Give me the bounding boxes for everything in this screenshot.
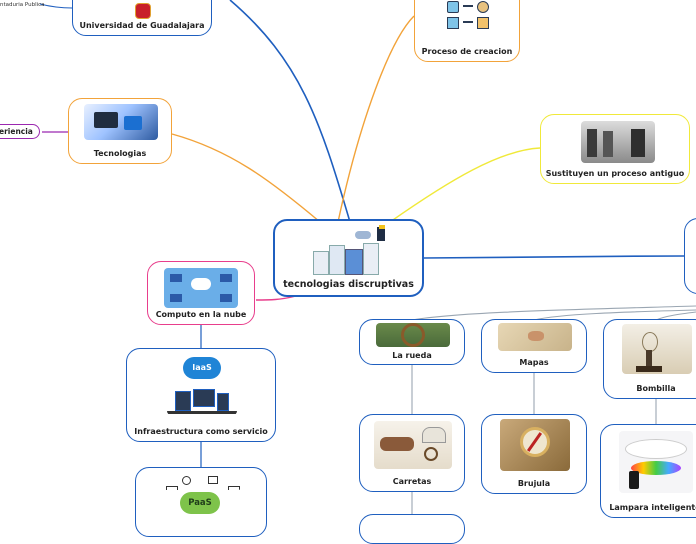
central-illustration xyxy=(311,225,393,279)
node-bottom-partial[interactable] xyxy=(359,514,465,544)
contaduria-label: ntaduria Publica xyxy=(0,2,45,8)
proceso-label: Proceso de creacion xyxy=(421,47,513,56)
paas-cloud-icon: PaaS xyxy=(180,492,220,514)
connector-gray-mapas xyxy=(533,309,696,321)
rueda-node[interactable]: La rueda xyxy=(359,319,465,365)
sustituyen-label: Sustituyen un proceso antiguo xyxy=(545,169,685,178)
iaas-cloud-icon: IaaS xyxy=(183,357,221,379)
lampara-label: Lampara inteligente xyxy=(609,503,696,512)
iaas-devices-icon xyxy=(167,387,237,415)
brujula-photo xyxy=(500,419,570,471)
bombilla-node[interactable]: Bombilla xyxy=(603,319,696,399)
lampara-photo xyxy=(619,431,693,493)
carretas-node[interactable]: Carretas xyxy=(359,414,465,492)
node-sustituyen[interactable]: Sustituyen un proceso antiguo xyxy=(540,114,690,184)
node-experiencia[interactable]: eriencia xyxy=(0,124,40,139)
proceso-diagram-icon xyxy=(443,0,493,31)
connector-contaduria xyxy=(39,3,73,9)
brujula-label: Brujula xyxy=(517,479,551,488)
mapas-photo xyxy=(498,323,572,351)
iaas-label: Infraestructura como servicio xyxy=(134,427,268,436)
node-nube[interactable]: Computo en la nube xyxy=(147,261,255,325)
node-universidad[interactable]: Universidad de Guadalajara xyxy=(72,0,212,36)
connector-sustituyen xyxy=(389,147,541,223)
connector-proceso xyxy=(337,15,415,223)
mapas-node[interactable]: Mapas xyxy=(481,319,587,373)
carretas-label: Carretas xyxy=(392,477,432,486)
carretas-photo xyxy=(374,421,452,469)
bombilla-photo xyxy=(622,324,692,374)
iaas-icon-text: IaaS xyxy=(192,363,212,372)
universidad-label: Universidad de Guadalajara xyxy=(79,21,205,30)
rueda-photo xyxy=(376,323,450,347)
node-tecnologias[interactable]: Tecnologias xyxy=(68,98,172,164)
connector-right xyxy=(423,255,685,259)
paas-network-icons xyxy=(162,474,242,490)
node-right-partial[interactable] xyxy=(684,218,696,294)
connector-universidad xyxy=(229,0,351,223)
connector-tecnologias xyxy=(171,133,321,223)
udg-logo-icon xyxy=(135,3,151,19)
node-paas[interactable]: PaaS xyxy=(135,467,267,537)
nube-label: Computo en la nube xyxy=(155,310,247,319)
bombilla-label: Bombilla xyxy=(636,384,676,393)
node-iaas[interactable]: IaaS Infraestructura como servicio xyxy=(126,348,276,442)
brujula-node[interactable]: Brujula xyxy=(481,414,587,494)
central-label: tecnologias discruptivas xyxy=(283,279,414,290)
mapas-label: Mapas xyxy=(519,358,549,367)
lampara-node[interactable]: Lampara inteligente xyxy=(600,424,696,518)
paas-icon-text: PaaS xyxy=(188,498,212,508)
connector-gray-rueda xyxy=(411,305,696,321)
cloud-network-image xyxy=(164,268,238,308)
tecnologias-image xyxy=(84,104,158,140)
rueda-label: La rueda xyxy=(392,351,432,360)
tecnologias-label: Tecnologias xyxy=(93,149,147,158)
node-central[interactable]: tecnologias discruptivas xyxy=(273,219,424,297)
sustituyen-image xyxy=(581,121,655,163)
node-proceso[interactable]: Proceso de creacion xyxy=(414,0,520,62)
